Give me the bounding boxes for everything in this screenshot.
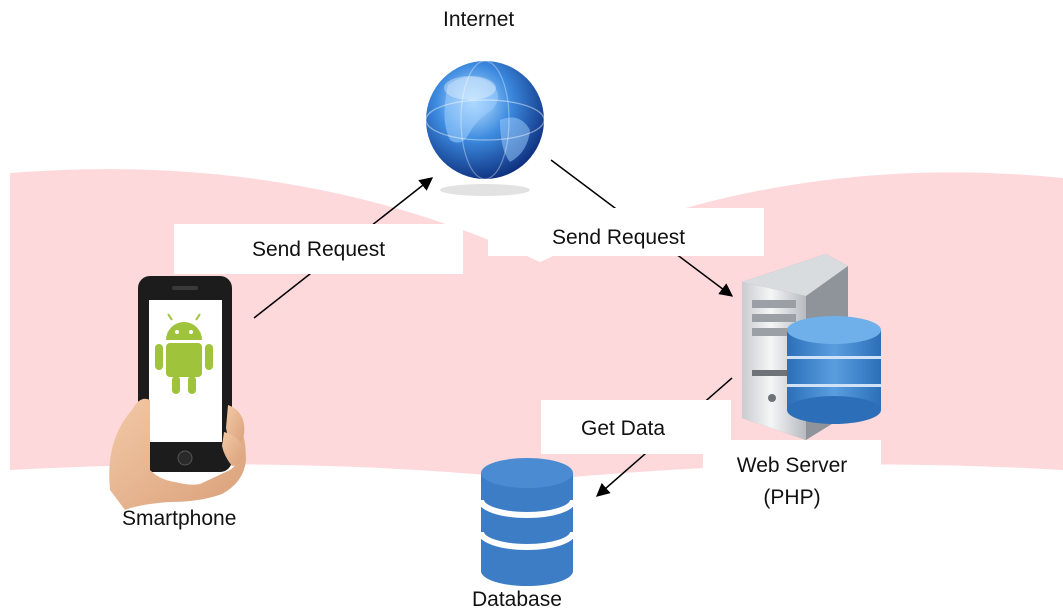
web-server-label: Web Server (PHP): [703, 440, 881, 524]
smartphone-label: Smartphone: [122, 507, 237, 530]
database-icon: [478, 458, 576, 586]
globe-icon: [425, 60, 545, 196]
edge-label-send-request-1: Send Request: [174, 224, 463, 274]
web-server-label-line1: Web Server: [736, 454, 848, 477]
internet-label: Internet: [443, 8, 515, 31]
edge-label-get-data: Get Data: [541, 400, 731, 454]
android-phone-icon: [109, 276, 246, 510]
edge-label-text: Get Data: [581, 417, 666, 440]
edge-label-send-request-2: Send Request: [488, 208, 764, 256]
web-server-label-line2: (PHP): [763, 486, 821, 509]
database-label: Database: [472, 588, 562, 611]
server-icon: [742, 254, 881, 440]
edge-label-text: Send Request: [251, 238, 386, 261]
edge-label-text: Send Request: [552, 226, 686, 249]
